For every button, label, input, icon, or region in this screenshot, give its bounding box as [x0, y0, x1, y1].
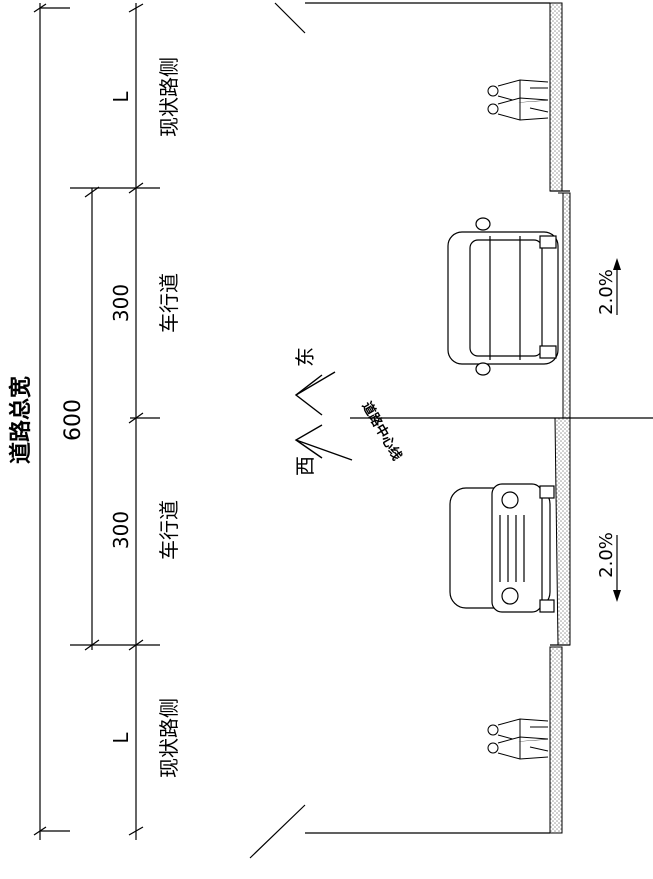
total-width-title: 道路总宽 [8, 376, 34, 464]
centerline-label: 道路中心线 [359, 399, 405, 463]
car-rear-view [447, 217, 559, 376]
lane-3-label: 车行道 [157, 500, 181, 560]
pedestrians-top [487, 79, 549, 121]
lane-2-label: 车行道 [157, 273, 181, 333]
slope-lower-label: 2.0% [596, 532, 617, 578]
car-front-view [449, 483, 555, 613]
direction-arrows [294, 371, 353, 461]
slope-upper-arrow [613, 258, 621, 270]
pedestrians-bottom [487, 718, 549, 760]
embankment-lines [249, 2, 550, 859]
slope-lower-arrow [613, 590, 621, 602]
road-surface [549, 2, 571, 834]
total-width-value: 600 [61, 399, 86, 441]
west-label: 西 [293, 456, 317, 476]
lane-4-label: 现状路侧 [157, 698, 181, 778]
lane-1-label: 现状路侧 [157, 57, 181, 137]
east-label: 东 [293, 347, 317, 367]
lane-3-dim: 300 [109, 511, 133, 549]
lane-1-dim: L [109, 91, 133, 103]
dimension-lines [33, 3, 160, 840]
lane-4-dim: L [109, 732, 133, 744]
lane-2-dim: 300 [109, 284, 133, 322]
slope-upper-label: 2.0% [596, 269, 617, 315]
